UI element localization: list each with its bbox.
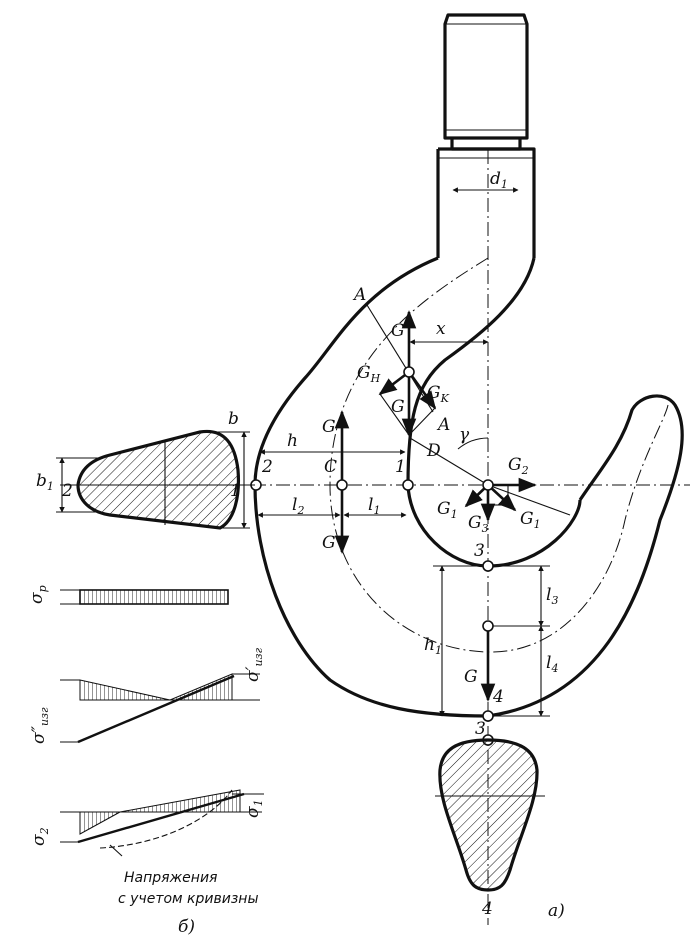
label-G3: G	[468, 513, 482, 533]
label-point-3-top: 3	[474, 541, 485, 561]
points	[250, 366, 494, 746]
svg-text:GH: GH	[357, 363, 381, 385]
label-l4: l	[546, 653, 551, 673]
svg-text:l1: l1	[368, 495, 380, 517]
labels: d1 x A A G GH G GK D γ G2 G1 G3 G1 G G h…	[27, 169, 565, 937]
label-G-C-down: G	[322, 533, 336, 553]
svg-text:GK: GK	[427, 383, 450, 405]
figure-b-label: б)	[178, 917, 195, 937]
label-sigma-izg1: σ′	[243, 666, 263, 682]
label-h1: h	[424, 635, 435, 655]
label-point-4: 4	[492, 687, 504, 707]
label-G1-right: G	[520, 509, 534, 529]
caption-line-1: Напряжения	[124, 870, 217, 886]
label-C: C	[324, 457, 337, 477]
label-GH: G	[357, 363, 371, 383]
label-G-C-up: G	[322, 417, 336, 437]
label-A-top: A	[352, 285, 366, 305]
label-G-mid: G	[391, 397, 405, 417]
label-G-bottom: G	[464, 667, 478, 687]
label-G1-left: G	[437, 499, 451, 519]
label-sigma-p: σ	[27, 592, 47, 604]
svg-text:σp: σp	[27, 585, 49, 604]
section-2-1	[56, 429, 255, 530]
label-l2: l	[292, 495, 297, 515]
label-l1: l	[368, 495, 373, 515]
label-section-1: 1	[230, 481, 241, 501]
svg-text:l3: l3	[546, 585, 558, 607]
label-point-2: 2	[261, 457, 273, 477]
svg-text:l2: l2	[292, 495, 304, 517]
svg-text:G2: G2	[508, 455, 529, 477]
hook-shank	[436, 13, 536, 258]
label-point-4-bottom: 4	[481, 899, 493, 919]
label-sigma-izg2: σ″	[29, 725, 49, 744]
label-point-3-bottom: 3	[475, 719, 486, 739]
svg-text:σ1: σ1	[243, 799, 265, 818]
stress-combined	[60, 789, 264, 857]
svg-text:l4: l4	[546, 653, 558, 675]
hook-body	[253, 256, 684, 718]
dimensions	[257, 449, 550, 717]
label-A-mid: A	[436, 415, 450, 435]
svg-text:σ2: σ2	[29, 827, 51, 846]
label-D: D	[426, 441, 441, 461]
label-h: h	[287, 431, 298, 451]
label-G2: G	[508, 455, 522, 475]
svg-text:h1: h1	[424, 635, 442, 657]
svg-text:b1: b1	[36, 471, 54, 493]
svg-text:σ′изг: σ′изг	[243, 647, 265, 682]
svg-text:d1: d1	[490, 169, 508, 191]
label-d1: d	[490, 169, 501, 189]
label-l3: l	[546, 585, 551, 605]
svg-text:G1: G1	[520, 509, 541, 531]
label-GK: G	[427, 383, 441, 403]
svg-text:G1: G1	[437, 499, 458, 521]
stress-bending	[60, 673, 260, 744]
label-sigma-2: σ	[29, 834, 49, 846]
stress-tension	[60, 589, 229, 605]
force-diagram	[334, 304, 571, 702]
label-G-top: G	[391, 321, 405, 341]
svg-text:G3: G3	[468, 513, 489, 535]
label-section-2: 2	[61, 481, 73, 501]
label-gamma: γ	[459, 425, 470, 445]
label-b1: b	[36, 471, 47, 491]
figure-a-label: а)	[548, 901, 565, 921]
label-b: b	[228, 409, 239, 429]
label-sigma-1: σ	[243, 806, 263, 818]
label-x: x	[436, 319, 446, 339]
section-3-4	[435, 738, 545, 892]
caption-line-2: с учетом кривизны	[118, 891, 259, 907]
svg-text:σ″изг: σ″изг	[29, 707, 51, 744]
label-point-1: 1	[395, 457, 406, 477]
